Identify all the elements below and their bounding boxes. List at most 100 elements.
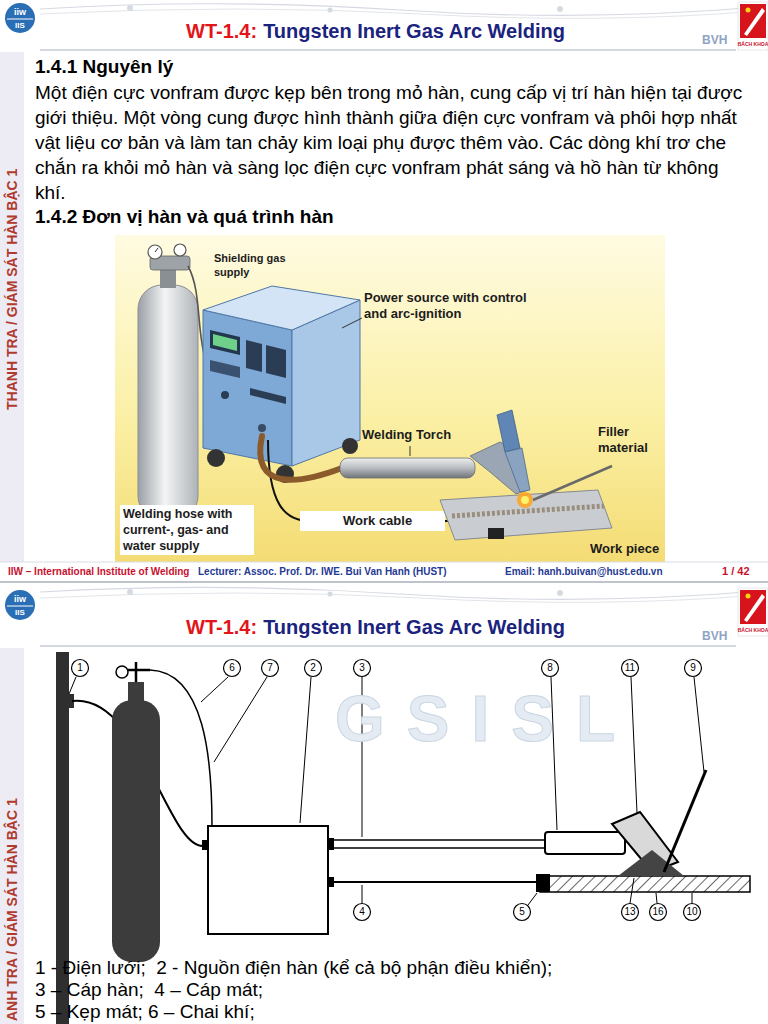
welding-illustration [174, 244, 186, 256]
welding-illustration [115, 235, 665, 562]
tig-schematic [262, 660, 279, 677]
iiw-logo [5, 3, 35, 33]
slide-title: Tungsten Inert Gas Arc Welding [263, 616, 565, 639]
tig-schematic [650, 904, 667, 921]
tig-schematic [72, 660, 702, 921]
welding-illustration [203, 310, 292, 466]
welding-illustration [497, 410, 520, 452]
tig-schematic [622, 904, 639, 921]
tig-schematic [214, 677, 267, 762]
tig-schematic [69, 677, 704, 905]
tig-schematic [202, 840, 208, 850]
footer-rule [0, 581, 768, 583]
callout-number: 1 [77, 663, 83, 673]
iiw-logo [7, 606, 33, 607]
callout-number: 13 [624, 907, 635, 917]
welding-illustration [266, 345, 286, 378]
tig-schematic [224, 660, 241, 677]
section-heading: 1.4.1 Nguyên lý [35, 56, 173, 78]
welding-illustration [342, 438, 358, 454]
side-strip [0, 52, 24, 562]
header-decoration [328, 8, 333, 13]
header-decoration [557, 590, 563, 596]
welding-illustration [260, 436, 342, 480]
iiw-logo [5, 590, 35, 620]
tig-schematic [354, 904, 371, 921]
tig-schematic [354, 660, 371, 677]
author-mark: BVH [702, 629, 727, 643]
part-label: Work cable [340, 513, 415, 528]
tig-schematic [116, 666, 128, 678]
welding-illustration [342, 318, 362, 328]
footer-text: Lecturer: Assoc. Prof. Dr. IWE. Bui Van … [198, 566, 447, 577]
welding-illustration [155, 248, 158, 252]
iiw-logo [5, 590, 35, 620]
side-banner: THANH TRA / GIÁM SÁT HÀN BẬC 1 [4, 169, 20, 410]
welding-illustration [203, 286, 360, 330]
footer-rule [0, 562, 768, 582]
callout-number: 5 [519, 907, 525, 917]
welding-illustration [488, 528, 504, 539]
legend-text: 1 - Điện lưới; 2 - Nguồn điện hàn (kể cả… [35, 957, 552, 978]
tig-schematic [334, 839, 545, 841]
slide-title: WT-1.4: [186, 20, 257, 43]
legend-text: 3 – Cáp hàn; 4 – Cáp mát; [35, 979, 263, 1000]
footer-rule [0, 562, 768, 563]
welding-illustration [517, 492, 533, 508]
tig-schematic [135, 662, 138, 682]
part-label: Shielding gas supply [214, 251, 302, 279]
callout-number: 8 [547, 663, 553, 673]
header-decoration [127, 5, 133, 11]
header-decoration [40, 587, 760, 599]
logo-text: IIS [15, 22, 25, 30]
callout-number: 7 [267, 663, 273, 673]
university-logo [738, 588, 768, 636]
tig-schematic [69, 677, 76, 694]
callout-number: 6 [229, 663, 235, 673]
legend-text: 5 – Kẹp mát; 6 – Chai khí; [35, 1001, 255, 1022]
tig-schematic [334, 847, 545, 849]
tig-schematic [128, 682, 144, 702]
welding-illustration [440, 490, 612, 540]
welding-illustration [505, 448, 530, 492]
tig-schematic [622, 660, 639, 677]
welding-illustration [160, 268, 176, 288]
part-label: Welding hose with current-, gas- and wat… [120, 505, 254, 555]
logo-text: BÁCH KHOA [738, 42, 768, 47]
university-logo [740, 590, 766, 624]
tig-schematic [540, 876, 750, 892]
footer-text: Email: hanh.buivan@hust.edu.vn [505, 566, 663, 577]
tig-schematic [545, 832, 625, 854]
header-decoration [40, 645, 736, 647]
tig-schematic [684, 904, 701, 921]
part-label: Work piece [590, 541, 659, 556]
welding-illustration [213, 334, 237, 351]
university-logo [740, 4, 766, 38]
logo-text: IIS [15, 609, 25, 617]
tig-schematic [656, 893, 657, 903]
logo-text: iiw [14, 8, 26, 17]
university-logo [744, 594, 765, 622]
tig-schematic [201, 677, 228, 702]
header-decoration [127, 589, 133, 595]
footer-text: IIW – International Institute of Welding [8, 566, 189, 577]
welding-illustration [138, 285, 198, 520]
welding-illustration [221, 391, 229, 399]
side-strip [0, 648, 24, 1024]
callout-number: 11 [625, 663, 635, 673]
tig-schematic [305, 660, 322, 677]
tig-schematic [300, 677, 311, 823]
tig-schematic [112, 700, 160, 962]
welding-illustration [300, 511, 445, 531]
callout-number: 4 [359, 907, 365, 917]
welding-illustration [250, 388, 286, 404]
welding-illustration [115, 235, 665, 562]
iiw-logo [7, 19, 33, 20]
logo-text: BÁCH KHOA [738, 628, 768, 633]
tig-schematic [630, 878, 634, 903]
welding-illustration [533, 466, 612, 500]
tig-schematic [694, 677, 704, 772]
tig-schematic [685, 660, 702, 677]
